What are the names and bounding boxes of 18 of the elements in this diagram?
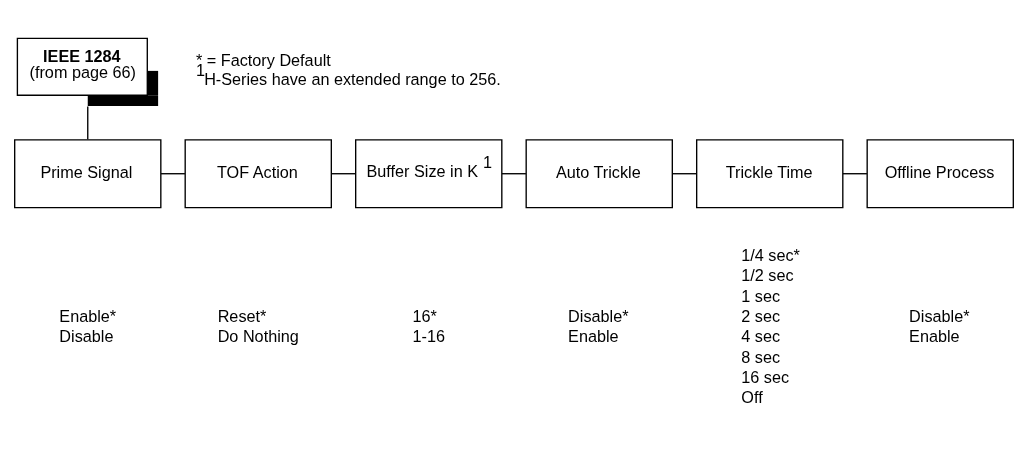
node-label: Enable*	[58, 306, 116, 325]
node-label: Enable	[567, 326, 619, 345]
node-label: Do Nothing	[217, 326, 299, 345]
node-label: Disable	[58, 326, 113, 345]
node-label: Reset*	[217, 306, 266, 325]
node-label: 1-16	[412, 326, 445, 345]
node-label: 1 sec	[740, 286, 780, 305]
node-label: Enable	[908, 326, 960, 345]
node-label: 1/4 sec*	[740, 245, 800, 264]
node-label: Off	[740, 387, 763, 406]
node-label: 1/2 sec	[740, 265, 794, 284]
node-label: 8 sec	[740, 347, 780, 366]
node-label: 16*	[412, 306, 437, 325]
node-label: 4 sec	[740, 326, 780, 345]
node-label: Disable*	[908, 306, 970, 325]
node-label: Disable*	[567, 306, 629, 325]
node-label: 16 sec	[740, 367, 789, 386]
node-label: 2 sec	[740, 306, 780, 325]
